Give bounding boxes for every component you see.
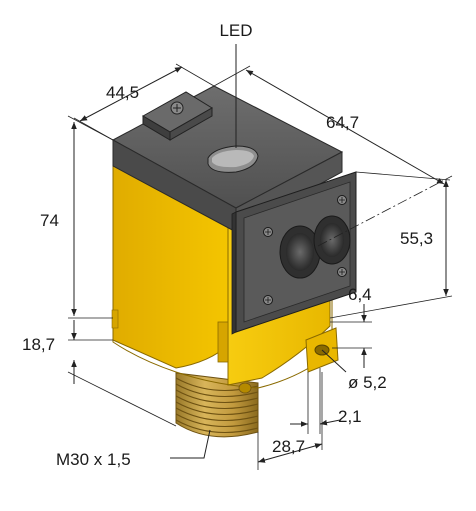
label-width: 44,5 bbox=[106, 83, 139, 102]
lens-emitter bbox=[279, 225, 321, 279]
label-hole-diameter: ø 5,2 bbox=[348, 373, 387, 392]
label-depth: 64,7 bbox=[326, 113, 359, 132]
label-lens-height: 55,3 bbox=[400, 229, 433, 248]
threaded-barrel bbox=[175, 372, 259, 438]
label-mount-offset: 6,4 bbox=[348, 285, 372, 304]
dimension-lines bbox=[67, 44, 453, 470]
label-thread: M30 x 1,5 bbox=[56, 450, 131, 469]
label-thread-height: 18,7 bbox=[22, 335, 55, 354]
label-thread-depth: 28,7 bbox=[272, 437, 305, 456]
label-height: 74 bbox=[40, 211, 59, 230]
label-mount-thickness: 2,1 bbox=[338, 407, 362, 426]
label-led: LED bbox=[219, 21, 252, 40]
lens-module bbox=[231, 171, 357, 335]
module-screws bbox=[263, 195, 347, 305]
lens-receiver bbox=[313, 215, 351, 265]
led-window bbox=[207, 145, 259, 173]
sensor-body bbox=[111, 85, 357, 438]
